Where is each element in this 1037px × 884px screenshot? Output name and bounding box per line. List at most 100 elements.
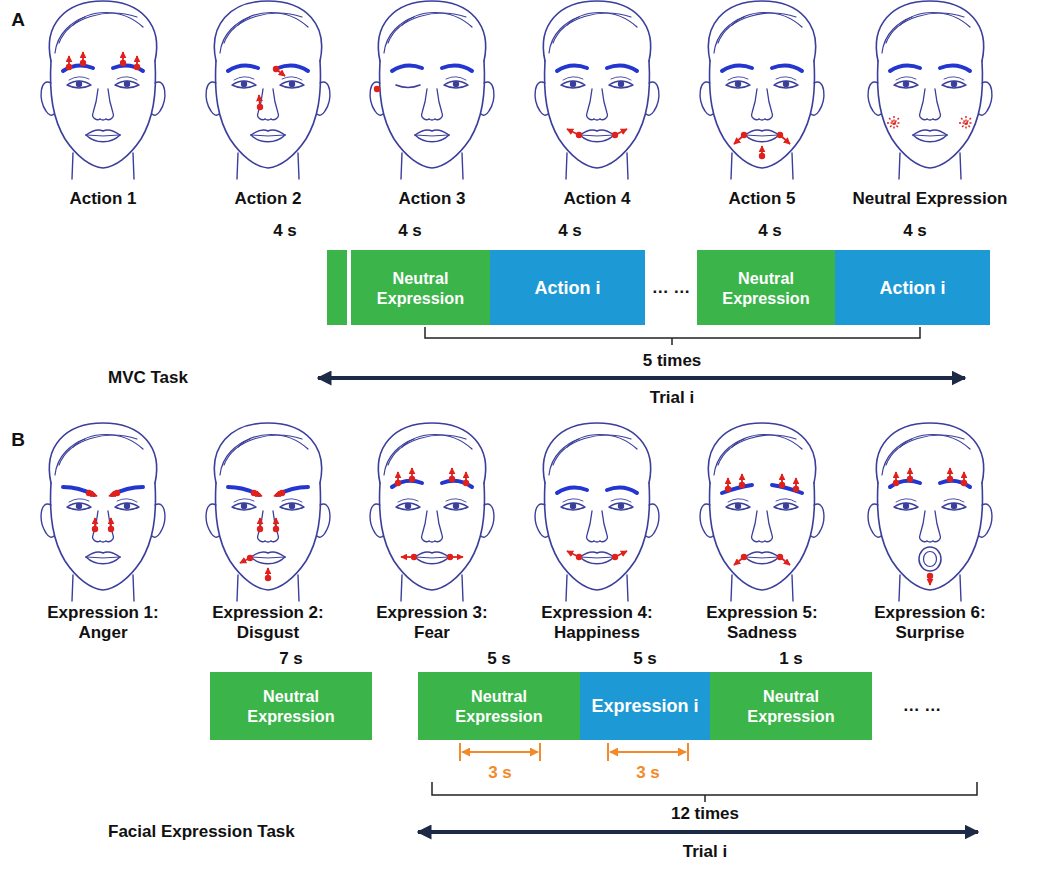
expression-phase-box: Expression i: [580, 672, 710, 740]
nose-tip: [100, 541, 106, 542]
nose-tip: [594, 541, 600, 542]
ear: [206, 82, 219, 115]
hair-strand: [886, 435, 964, 465]
muscle-dot: [273, 66, 279, 72]
pupil: [783, 503, 789, 509]
nose-line: [587, 511, 594, 542]
upper-lip: [580, 552, 614, 557]
hair-outline: [543, 1, 650, 61]
hair-strand: [900, 13, 970, 28]
closed-eye: [396, 85, 420, 88]
hair-outline: [214, 423, 321, 483]
eyelid-crease: [944, 77, 964, 80]
neck-line: [72, 575, 73, 601]
face-illustration: [535, 1, 659, 179]
ear: [979, 504, 992, 537]
eyelid-crease: [776, 77, 796, 80]
muscle-dot: [134, 64, 140, 70]
lip-line: [86, 557, 120, 558]
box-text: Neutral Expression: [418, 686, 580, 726]
neck-line: [237, 153, 238, 179]
eye: [67, 503, 91, 510]
ear: [370, 82, 383, 115]
eyelid-crease: [896, 499, 916, 502]
eyebrow: [607, 488, 637, 493]
eyebrow: [442, 481, 472, 487]
muscle-dot: [612, 554, 618, 560]
eyelid-crease: [234, 77, 254, 80]
pupil: [241, 81, 247, 87]
muscle-dot: [257, 104, 263, 110]
pupil: [405, 503, 411, 509]
eyebrow: [278, 66, 308, 71]
ear: [41, 504, 54, 537]
neck-line: [899, 153, 900, 179]
window-duration: 3 s: [488, 763, 512, 783]
eye: [115, 503, 139, 510]
nose-line: [271, 511, 278, 542]
expression-caption: Expression 5: Sadness: [687, 603, 837, 643]
hair-strand: [886, 13, 964, 43]
eyelid-crease: [563, 499, 583, 502]
eyelid-crease: [728, 499, 748, 502]
upper-lip: [415, 552, 449, 557]
eye: [894, 503, 918, 510]
action-caption: Action 2: [234, 189, 301, 209]
hair-outline: [708, 1, 815, 61]
face-illustration: [206, 1, 330, 179]
hair-outline: [378, 423, 485, 483]
hair-strand: [220, 17, 250, 53]
pupil: [124, 81, 130, 87]
neck-line: [566, 575, 567, 601]
hair-strand: [718, 435, 796, 465]
eyelid-crease: [611, 499, 631, 502]
neutral-phase-box: Neutral Expression: [351, 250, 490, 325]
face-illustration: [206, 423, 330, 601]
nose-tip: [927, 119, 933, 120]
expression-caption: Expression 3: Fear: [357, 603, 507, 643]
pupil: [618, 81, 624, 87]
repeat-bracket: [425, 327, 920, 338]
lip-line: [745, 135, 779, 136]
eyebrow: [722, 66, 752, 71]
eyebrow: [722, 485, 752, 493]
muscle-dot: [576, 132, 582, 138]
upper-lip: [745, 552, 779, 557]
eye: [115, 81, 139, 88]
nose-tip: [265, 119, 271, 120]
nose-line: [106, 511, 113, 542]
neck-line: [133, 575, 134, 601]
repeat-count: 5 times: [643, 351, 702, 371]
hair-strand: [238, 435, 308, 450]
hair-strand: [220, 439, 250, 475]
muscle-dot: [265, 575, 271, 581]
nose-line: [765, 89, 772, 120]
pupil: [289, 81, 295, 87]
nose-tip: [265, 541, 271, 542]
ear: [152, 504, 165, 537]
nose-line: [422, 89, 429, 120]
pupil: [570, 503, 576, 509]
muscle-dot: [741, 554, 747, 560]
muscle-dot: [66, 64, 72, 70]
hair-strand: [73, 13, 143, 28]
muscle-dot: [247, 555, 253, 561]
ear: [317, 82, 330, 115]
neck-line: [401, 153, 402, 179]
muscle-dot: [251, 490, 257, 496]
nose-line: [752, 89, 759, 120]
ear: [317, 504, 330, 537]
hair-strand: [384, 439, 414, 475]
neck-line: [960, 575, 961, 601]
duration-label: 4 s: [558, 221, 582, 241]
eyelid-crease: [117, 499, 137, 502]
head-outline: [216, 483, 321, 590]
muscle-dot: [411, 554, 417, 560]
ellipsis: … …: [903, 696, 942, 716]
neck-line: [792, 153, 793, 179]
duration-label: 5 s: [633, 649, 657, 669]
analysis-window-arrow: [462, 751, 538, 753]
relax-ray: [889, 118, 899, 128]
eye: [444, 503, 468, 510]
